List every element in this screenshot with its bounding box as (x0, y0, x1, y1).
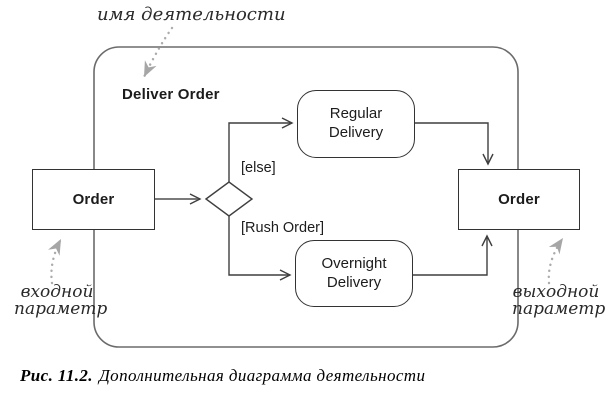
annotation-input-parameter-line2: параметр (14, 299, 108, 320)
action-overnight-delivery: Overnight Delivery (295, 240, 413, 307)
caption-number: Рис. 11.2. (20, 366, 93, 385)
connector-overnight-to-order (413, 234, 493, 276)
activity-name-label: Deliver Order (122, 86, 220, 103)
annotation-arrow-output-parameter (547, 236, 565, 285)
guard-else-label: [else] (240, 160, 277, 176)
connector-decision-to-overnight (228, 216, 292, 281)
connector-decision-to-regular (228, 117, 294, 182)
annotation-output-parameter: выходной параметр (512, 282, 606, 320)
annotation-activity-name: имя деятельности (97, 4, 286, 25)
annotation-output-parameter-line1: выходной (512, 282, 600, 302)
annotation-arrow-activity-name (142, 26, 174, 79)
action-regular-delivery: Regular Delivery (297, 90, 415, 158)
input-object-node: Order (32, 169, 155, 230)
annotation-output-parameter-line2: параметр (512, 299, 606, 320)
annotation-arrow-input-parameter (48, 237, 63, 285)
caption-text: Дополнительная диаграмма деятельности (98, 366, 426, 385)
annotation-input-parameter: входной параметр (14, 282, 108, 320)
figure-caption: Рис. 11.2. Дополнительная диаграмма деяте… (20, 366, 425, 386)
guard-rush-order-label: [Rush Order] (240, 220, 325, 236)
connector-regular-to-order (415, 122, 494, 166)
output-object-node: Order (458, 169, 580, 230)
annotation-input-parameter-line1: входной (20, 282, 94, 302)
decision-diamond (204, 181, 254, 217)
